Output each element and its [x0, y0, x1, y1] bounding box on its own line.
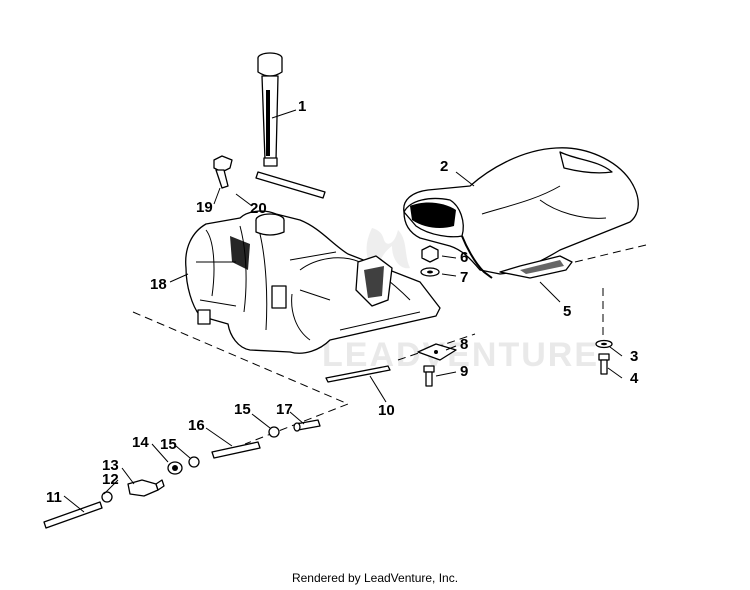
- plate-part-8: [417, 343, 457, 361]
- strap-part-10: [325, 365, 391, 383]
- callout-16: 16: [188, 417, 205, 434]
- callout-2: 2: [440, 158, 448, 175]
- fuel-tank-part-18: [185, 210, 441, 354]
- callout-5: 5: [563, 303, 571, 320]
- callout-8: 8: [460, 336, 468, 353]
- clamp-part-15-upper: [268, 426, 280, 438]
- callout-labels: 1 2 3 4 5 6 7 8 9 10 11 12 13 14 15 15 1…: [46, 98, 639, 506]
- fuel-line-part-11: [43, 501, 103, 529]
- callout-12: 12: [102, 471, 119, 488]
- washer-part-7: [420, 267, 440, 277]
- bolt-part-4: [598, 353, 610, 375]
- nut-part-6: [421, 245, 439, 263]
- callout-7: 7: [460, 269, 468, 286]
- connector-part-14: [167, 461, 183, 475]
- callout-15-upper: 15: [234, 401, 251, 418]
- footer-credit: Rendered by LeadVenture, Inc.: [291, 571, 459, 585]
- callout-13: 13: [102, 457, 119, 474]
- hose-part-17: [293, 419, 321, 432]
- washer-part-3: [595, 339, 613, 349]
- callout-15-lower: 15: [160, 436, 177, 453]
- callout-10: 10: [378, 402, 395, 419]
- callout-19: 19: [196, 199, 213, 216]
- callout-17: 17: [276, 401, 293, 418]
- callout-6: 6: [460, 249, 468, 266]
- bolt-part-9: [423, 365, 435, 387]
- vent-tube-part-20: [255, 171, 326, 199]
- callout-11: 11: [46, 489, 62, 506]
- leader-lines: [63, 109, 623, 513]
- clamp-part-12: [101, 491, 113, 503]
- callout-3: 3: [630, 348, 638, 365]
- callout-4: 4: [630, 370, 639, 387]
- fuel-hose-part-16: [211, 441, 261, 459]
- callout-14: 14: [132, 434, 149, 451]
- fitting-part-19: [213, 155, 233, 189]
- callout-18: 18: [150, 276, 167, 293]
- seat-part-2: [403, 147, 639, 279]
- callout-20: 20: [250, 200, 267, 217]
- watermark-text: LEADVENTURE: [322, 336, 599, 374]
- callout-9: 9: [460, 363, 468, 380]
- callout-1: 1: [298, 98, 306, 115]
- fuel-sender-part-1: [257, 52, 283, 167]
- clamp-part-15-lower: [188, 456, 200, 468]
- valve-part-13: [127, 479, 165, 497]
